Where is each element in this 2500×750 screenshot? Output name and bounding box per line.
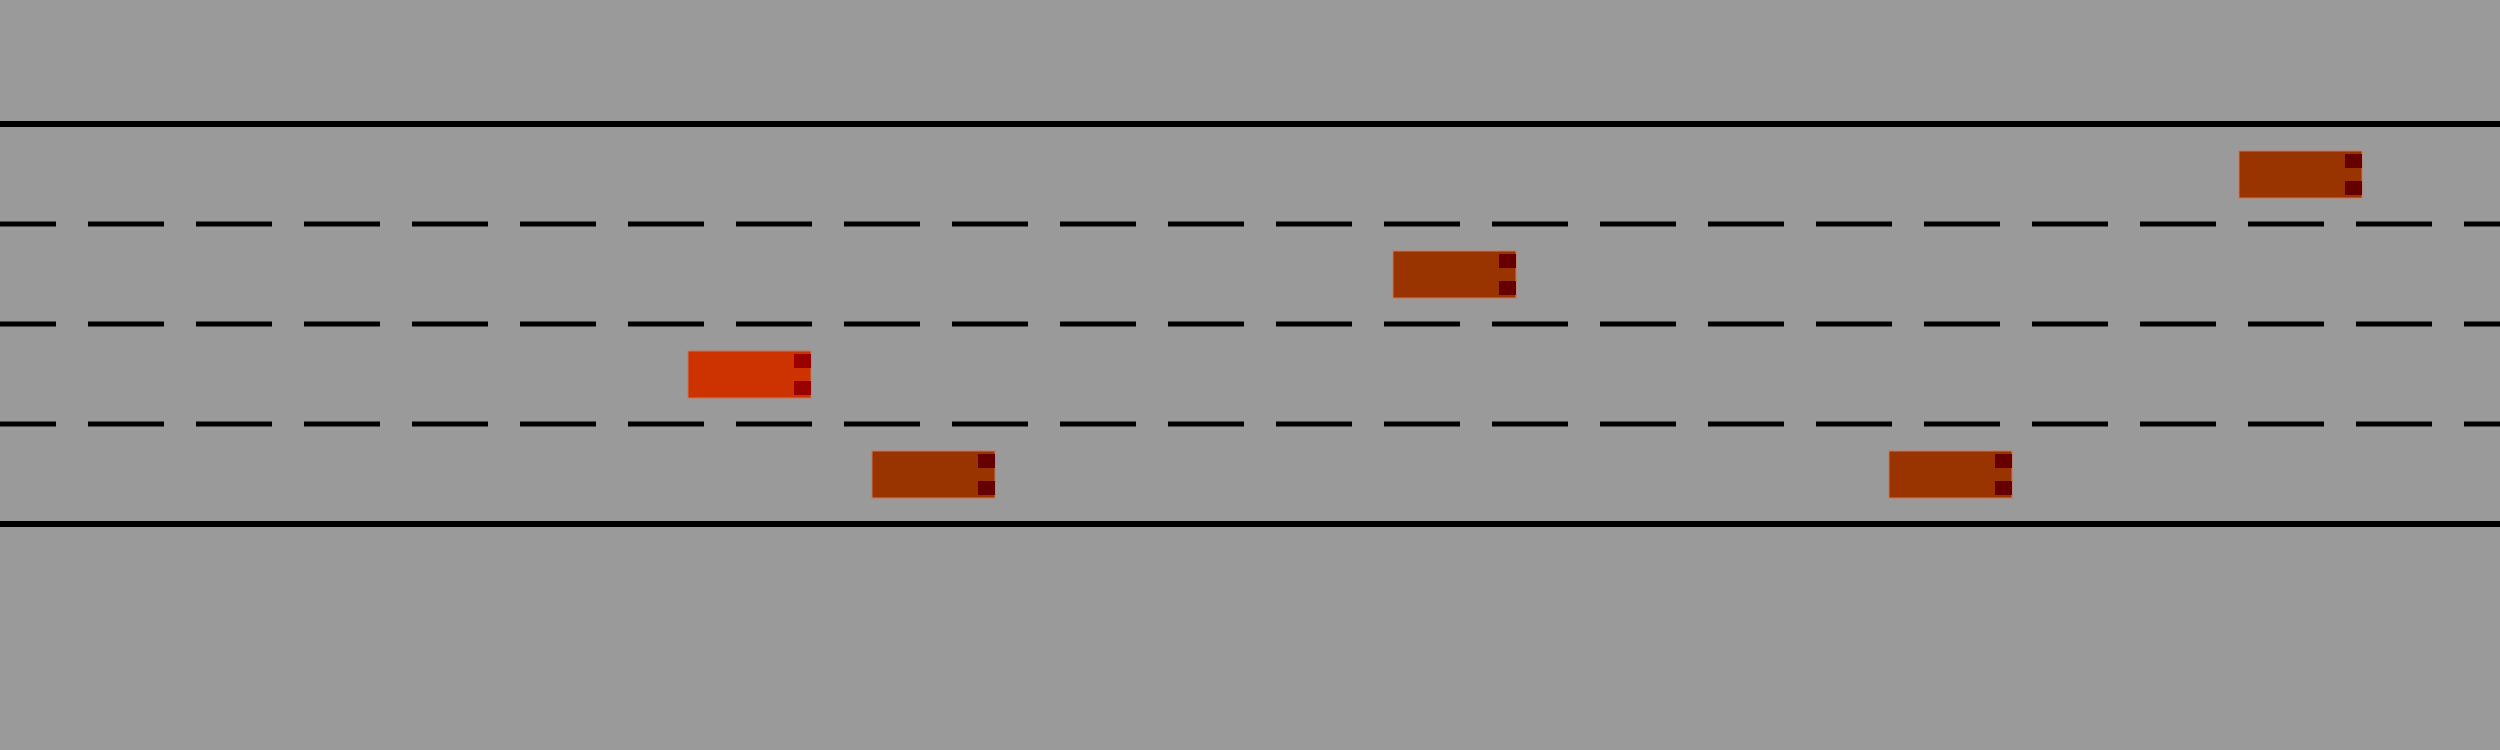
vehicle-light-right bbox=[1499, 281, 1516, 295]
vehicle-light-left bbox=[1499, 254, 1516, 268]
road-edge-bottom bbox=[0, 521, 2500, 527]
vehicle-car-1 bbox=[2238, 150, 2363, 199]
lane-markings bbox=[0, 121, 2500, 527]
vehicle-light-left bbox=[794, 354, 811, 368]
vehicle-body bbox=[871, 450, 996, 499]
vehicle-body bbox=[687, 350, 812, 399]
vehicle-light-left bbox=[978, 454, 995, 468]
vehicle-light-right bbox=[794, 381, 811, 395]
vehicle-body bbox=[1392, 250, 1517, 299]
vehicles-layer bbox=[687, 150, 2363, 499]
vehicle-light-right bbox=[2345, 181, 2362, 195]
vehicle-light-right bbox=[978, 481, 995, 495]
vehicle-car-2 bbox=[1392, 250, 1517, 299]
vehicle-car-3 bbox=[871, 450, 996, 499]
ego-vehicle bbox=[687, 350, 812, 399]
vehicle-light-right bbox=[1995, 481, 2012, 495]
vehicle-light-left bbox=[1995, 454, 2012, 468]
vehicle-body bbox=[2238, 150, 2363, 199]
road-edge-top bbox=[0, 121, 2500, 127]
vehicle-body bbox=[1888, 450, 2013, 499]
vehicle-light-left bbox=[2345, 154, 2362, 168]
vehicle-car-4 bbox=[1888, 450, 2013, 499]
